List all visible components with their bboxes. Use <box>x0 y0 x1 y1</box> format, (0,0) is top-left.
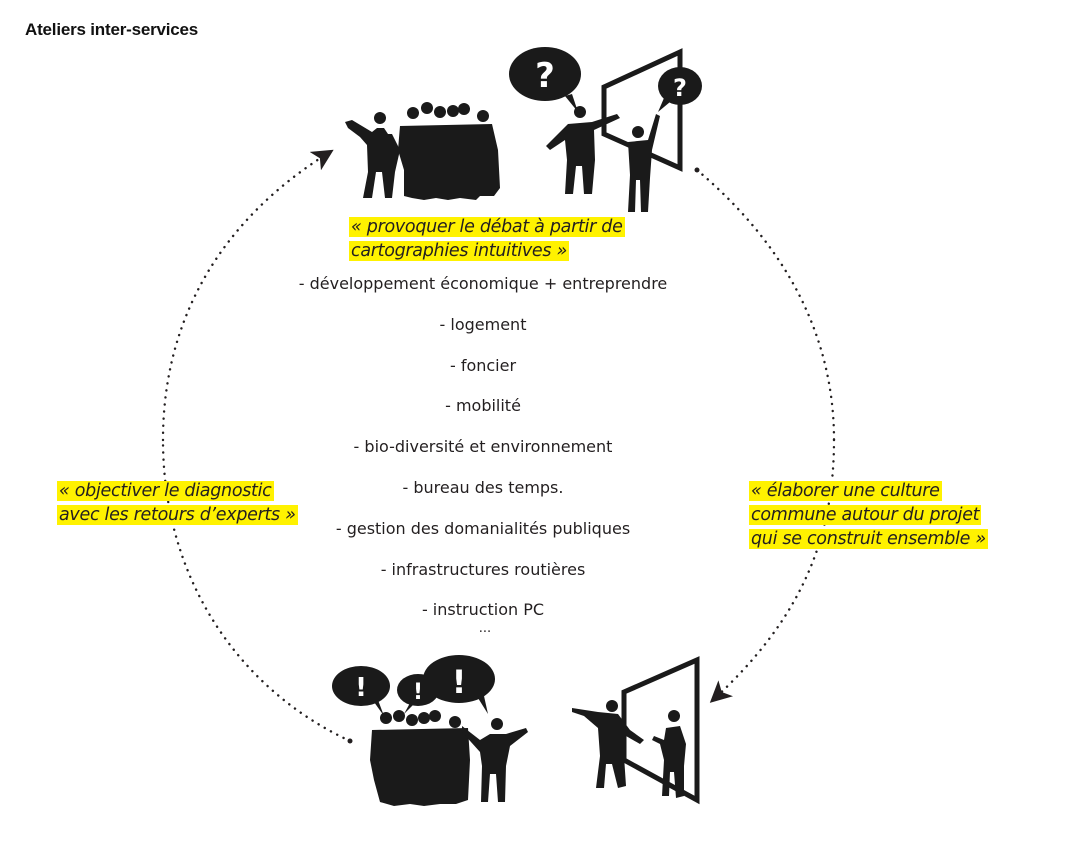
group-silhouette-icon <box>345 102 500 200</box>
exclamation-icon: ! <box>355 673 367 703</box>
quote-common-culture: « élaborer une culture commune autour du… <box>749 479 1019 551</box>
exclamation-icon: ! <box>452 663 467 701</box>
quote-line: « élaborer une culture <box>749 481 942 501</box>
question-scene-icon: ? ? <box>509 47 702 212</box>
question-mark-icon: ? <box>673 74 687 102</box>
topic-item: - bureau des temps. <box>402 477 564 497</box>
quote-line: avec les retours d’experts » <box>57 505 298 525</box>
diagram-title: Ateliers inter-services <box>25 20 199 39</box>
topic-item: - logement <box>439 314 527 334</box>
topic-item: - infrastructures routières <box>380 559 586 579</box>
cycle-arc-right-bottom <box>709 438 836 703</box>
cycle-arc-left-top <box>161 149 334 442</box>
arc-start-dot <box>347 738 353 744</box>
quote-line: « objectiver le diagnostic <box>57 481 274 501</box>
arc-start-dot <box>694 167 700 173</box>
quote-provoke-debate: « provoquer le débat à partir de cartogr… <box>349 215 649 263</box>
topic-item: - gestion des domanialités publiques <box>335 518 631 538</box>
speech-bubble-icon <box>658 67 702 105</box>
topic-item: - instruction PC <box>421 600 545 620</box>
quote-line: qui se construit ensemble » <box>749 529 988 549</box>
topic-item: - mobilité <box>445 396 521 416</box>
quote-line: commune autour du projet <box>749 505 982 525</box>
board-discussion-icon <box>572 656 700 805</box>
speech-bubble-icon <box>332 666 390 706</box>
topic-item: - développement économique + entreprendr… <box>298 274 668 293</box>
cycle-arc-top-right <box>695 168 836 442</box>
topics-list: - développement économique + entreprendr… <box>250 273 716 640</box>
quote-objective-diagnosis: « objectiver le diagnostic avec les reto… <box>57 479 317 527</box>
topic-item: - foncier <box>449 355 517 375</box>
board-icon <box>621 656 700 805</box>
exclamation-icon: ! <box>413 680 423 705</box>
question-mark-icon: ? <box>535 56 555 96</box>
speech-bubble-icon <box>509 47 581 101</box>
quote-line: « provoquer le débat à partir de <box>349 217 625 237</box>
exclaim-group-icon: ! ! ! <box>332 655 528 806</box>
topics-more: ... <box>478 621 492 636</box>
quote-line: cartographies intuitives » <box>349 241 569 261</box>
topic-item: - bio-diversité et environnement <box>353 437 613 457</box>
speech-bubble-icon <box>423 655 495 703</box>
